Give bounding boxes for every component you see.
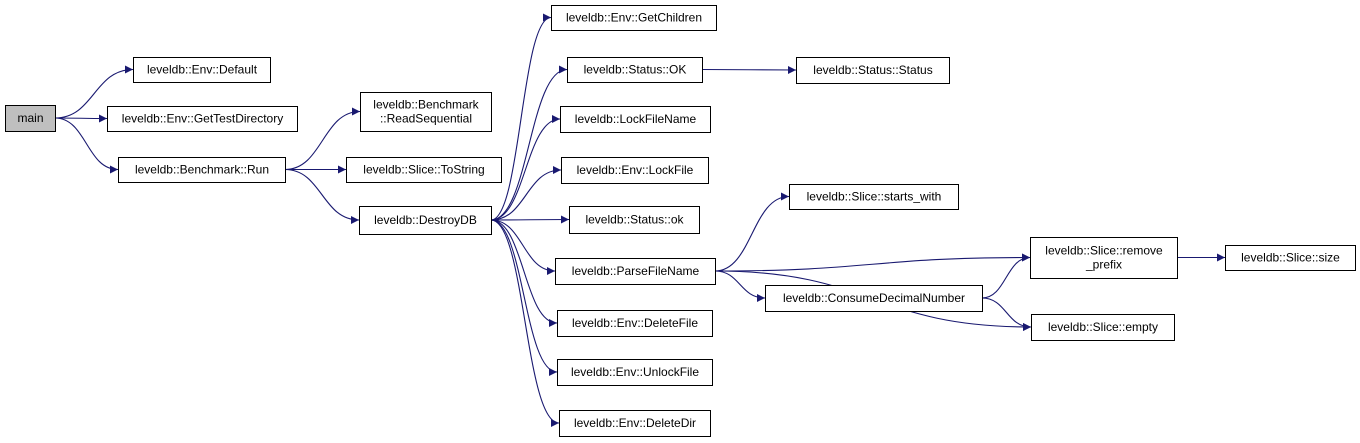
node-box — [567, 57, 703, 83]
edge-status-OK-to-status-status — [701, 65, 797, 74]
node-env-lockfile[interactable]: leveldb::Env::LockFile — [561, 157, 709, 184]
node-label: leveldb::Env::DeleteDir — [574, 416, 696, 430]
node-box — [1225, 245, 1356, 271]
node-label: main — [17, 111, 43, 125]
node-box — [107, 106, 298, 132]
node-box — [5, 105, 56, 132]
node-status-ok[interactable]: leveldb::Status::ok — [569, 206, 700, 234]
node-slice-tostring[interactable]: leveldb::Slice::ToString — [346, 157, 502, 183]
edge-consumedecimal-to-slice-removeprefix — [981, 253, 1031, 299]
edge-bench-run-to-bench-readseq — [284, 107, 361, 171]
edge-destroydb-to-status-OK — [490, 65, 568, 221]
node-label: leveldb::Slice::empty — [1048, 320, 1158, 334]
node-label: leveldb::Env::Default — [147, 63, 258, 77]
edge-destroydb-to-env-lockfile — [490, 166, 562, 221]
node-box — [1031, 314, 1175, 341]
node-box — [555, 258, 716, 285]
node-slice-size[interactable]: leveldb::Slice::size — [1225, 245, 1356, 271]
node-box — [569, 206, 700, 234]
edge-parsefilename-to-slice-startswith — [714, 192, 790, 272]
node-label: leveldb::Env::LockFile — [577, 163, 694, 177]
node-box — [765, 285, 983, 312]
node-label: leveldb::Status::OK — [584, 63, 687, 77]
node-destroydb[interactable]: leveldb::DestroyDB — [359, 206, 492, 235]
node-box — [557, 310, 713, 337]
edge-destroydb-to-status-ok — [490, 215, 570, 224]
nodes-layer: mainleveldb::Env::Defaultleveldb::Env::G… — [5, 5, 1356, 437]
edge-destroydb-to-lockfilename — [490, 115, 561, 221]
edge-main-to-env-default — [54, 65, 134, 119]
node-box — [557, 359, 713, 386]
node-box — [560, 106, 711, 133]
edge-consumedecimal-to-slice-empty — [981, 297, 1032, 331]
node-label: leveldb::Env::UnlockFile — [571, 365, 699, 379]
edge-bench-run-to-destroydb — [284, 168, 360, 224]
node-label: leveldb::Status::Status — [813, 63, 932, 77]
node-label: leveldb::ParseFileName — [572, 264, 700, 278]
node-env-deletedir[interactable]: leveldb::Env::DeleteDir — [559, 410, 711, 437]
node-box — [1030, 237, 1178, 279]
node-box — [796, 57, 950, 84]
node-slice-removeprefix[interactable]: leveldb::Slice::remove_prefix — [1030, 237, 1178, 279]
node-box — [118, 157, 286, 183]
edge-destroydb-to-env-getchildren — [490, 13, 552, 221]
node-label: leveldb::Slice::size — [1241, 251, 1340, 265]
node-bench-run[interactable]: leveldb::Benchmark::Run — [118, 157, 286, 183]
node-box — [559, 410, 711, 437]
node-label: leveldb::Benchmark — [373, 98, 479, 112]
node-label: leveldb::Benchmark::Run — [135, 163, 269, 177]
node-box — [551, 5, 717, 31]
node-consumedecimal[interactable]: leveldb::ConsumeDecimalNumber — [765, 285, 983, 312]
node-status-OK[interactable]: leveldb::Status::OK — [567, 57, 703, 83]
node-label: leveldb::Env::GetTestDirectory — [122, 112, 283, 126]
node-lockfilename[interactable]: leveldb::LockFileName — [560, 106, 711, 133]
edge-parsefilename-to-consumedecimal — [714, 270, 766, 302]
node-label: ::ReadSequential — [380, 112, 472, 126]
edge-main-to-env-gettestdir — [54, 114, 108, 123]
node-label: leveldb::LockFileName — [575, 112, 697, 126]
node-env-unlockfile[interactable]: leveldb::Env::UnlockFile — [557, 359, 713, 386]
node-label: leveldb::Slice::starts_with — [807, 190, 942, 204]
node-box — [561, 157, 709, 184]
node-box — [789, 184, 959, 210]
node-label: leveldb::ConsumeDecimalNumber — [783, 291, 965, 305]
edges-layer — [54, 13, 1225, 427]
node-label: _prefix — [1085, 258, 1122, 272]
edge-destroydb-to-env-deletedir — [490, 219, 560, 427]
edge-parsefilename-to-slice-removeprefix — [714, 253, 1031, 272]
node-env-deletefile[interactable]: leveldb::Env::DeleteFile — [557, 310, 713, 337]
node-box — [359, 206, 492, 235]
edge-main-to-bench-run — [54, 117, 119, 174]
node-status-status[interactable]: leveldb::Status::Status — [796, 57, 950, 84]
edge-destroydb-to-env-unlockfile — [490, 219, 558, 376]
node-label: leveldb::Status::ok — [585, 213, 684, 227]
node-slice-empty[interactable]: leveldb::Slice::empty — [1031, 314, 1175, 341]
node-label: leveldb::Env::DeleteFile — [572, 316, 698, 330]
node-label: leveldb::DestroyDB — [374, 213, 477, 227]
node-main[interactable]: main — [5, 105, 56, 132]
node-label: leveldb::Slice::remove — [1045, 244, 1163, 258]
node-bench-readseq[interactable]: leveldb::Benchmark::ReadSequential — [360, 92, 492, 132]
node-env-default[interactable]: leveldb::Env::Default — [133, 57, 271, 83]
node-box — [346, 157, 502, 183]
node-label: leveldb::Slice::ToString — [363, 163, 484, 177]
edge-destroydb-to-parsefilename — [490, 219, 556, 275]
node-box — [133, 57, 271, 83]
node-label: leveldb::Env::GetChildren — [566, 11, 702, 25]
node-env-getchildren[interactable]: leveldb::Env::GetChildren — [551, 5, 717, 31]
edge-destroydb-to-env-deletefile — [490, 219, 558, 327]
node-parsefilename[interactable]: leveldb::ParseFileName — [555, 258, 716, 285]
node-box — [360, 92, 492, 132]
node-slice-startswith[interactable]: leveldb::Slice::starts_with — [789, 184, 959, 210]
node-env-gettestdir[interactable]: leveldb::Env::GetTestDirectory — [107, 106, 298, 132]
